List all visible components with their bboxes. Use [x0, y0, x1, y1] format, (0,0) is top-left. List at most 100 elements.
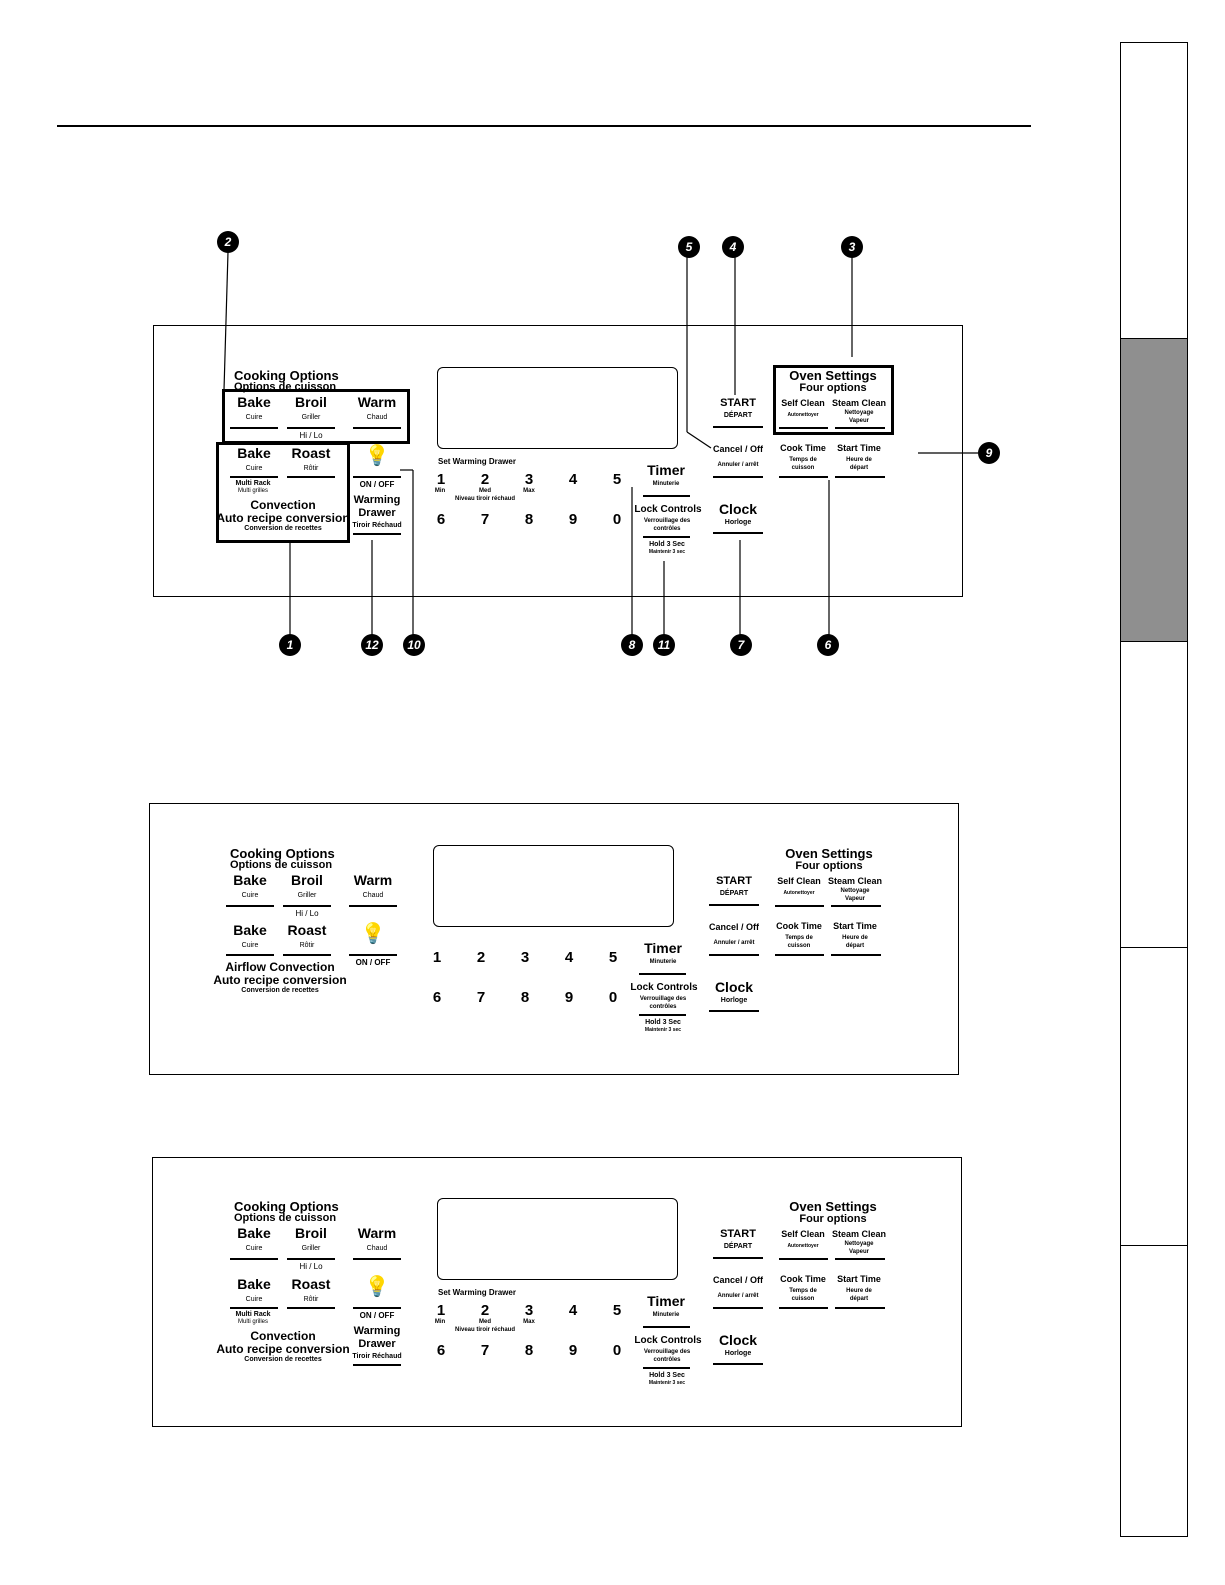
p3-key-6[interactable]: 6 [436, 1342, 446, 1359]
p2-cancel-underline [709, 954, 759, 956]
convection-roast-button[interactable]: Roast [291, 445, 331, 461]
p2-start-button[interactable]: START [716, 875, 752, 887]
key-0[interactable]: 0 [612, 511, 622, 528]
p3-key-5[interactable]: 5 [612, 1302, 622, 1319]
p3-steam-clean-button[interactable]: Steam Clean [831, 1229, 887, 1239]
callout-7: 7 [730, 634, 752, 656]
p3-key-0[interactable]: 0 [612, 1342, 622, 1359]
p3-key-8[interactable]: 8 [524, 1342, 534, 1359]
p3-convection-bake-button[interactable]: Bake [237, 1276, 271, 1292]
key-3[interactable]: 3 [524, 471, 534, 488]
clock-button[interactable]: Clock [718, 501, 758, 517]
p2-light-on-off-button[interactable]: ON / OFF [355, 958, 391, 967]
p3-key-1[interactable]: 1 [436, 1302, 446, 1319]
steam-clean-button[interactable]: Steam Clean [831, 398, 887, 408]
p3-start-time-button[interactable]: Start Time [837, 1274, 881, 1284]
warm-button[interactable]: Warm [357, 394, 397, 410]
p3-max-label: Max [523, 1319, 535, 1325]
p2-lock-controls-fr-label-2: contrôles [649, 1004, 677, 1010]
control-panel-3 [152, 1157, 962, 1427]
p2-cancel-off-button[interactable]: Cancel / Off [708, 922, 760, 932]
max-label: Max [523, 488, 535, 494]
four-options-label: Four options [799, 382, 867, 394]
p2-warm-button[interactable]: Warm [353, 872, 393, 888]
p3-self-clean-button[interactable]: Self Clean [781, 1229, 825, 1239]
p2-key-3[interactable]: 3 [520, 949, 530, 966]
p2-cook-time-button[interactable]: Cook Time [776, 921, 822, 931]
p2-start-time-fr-label-2: départ [845, 943, 865, 949]
hold-label: Hold 3 Sec [649, 541, 685, 548]
key-6[interactable]: 6 [436, 511, 446, 528]
p3-timer-button[interactable]: Timer [647, 1293, 685, 1309]
p3-cook-time-fr-label-1: Temps de [789, 1288, 817, 1294]
p3-cook-time-button[interactable]: Cook Time [780, 1274, 826, 1284]
timer-button[interactable]: Timer [647, 462, 685, 478]
cancel-off-button[interactable]: Cancel / Off [712, 444, 764, 454]
p2-self-clean-button[interactable]: Self Clean [777, 876, 821, 886]
p3-lock-controls-button[interactable]: Lock Controls [634, 1335, 702, 1346]
broil-fr-label: Griller [301, 414, 321, 421]
p2-roast-button[interactable]: Roast [287, 922, 327, 938]
p3-cancel-off-button[interactable]: Cancel / Off [712, 1275, 764, 1285]
p2-key-7[interactable]: 7 [476, 989, 486, 1006]
p3-bake-button[interactable]: Bake [237, 1225, 271, 1241]
p3-broil-fr-label: Griller [301, 1245, 321, 1252]
p3-broil-button[interactable]: Broil [295, 1225, 327, 1241]
p3-roast-button[interactable]: Roast [291, 1276, 331, 1292]
p3-clock-button[interactable]: Clock [718, 1332, 758, 1348]
p2-key-8[interactable]: 8 [520, 989, 530, 1006]
p2-key-5[interactable]: 5 [608, 949, 618, 966]
p3-key-7[interactable]: 7 [480, 1342, 490, 1359]
p2-broil-button[interactable]: Broil [291, 872, 323, 888]
p2-broil-fr-label: Griller [297, 892, 317, 899]
p2-key-1[interactable]: 1 [432, 949, 442, 966]
key-1[interactable]: 1 [436, 471, 446, 488]
p2-clock-button[interactable]: Clock [714, 979, 754, 995]
p2-lock-controls-button[interactable]: Lock Controls [630, 982, 698, 993]
key-4[interactable]: 4 [568, 471, 578, 488]
p2-key-0[interactable]: 0 [608, 989, 618, 1006]
p2-start-fr-label: DÉPART [719, 890, 749, 897]
self-clean-button[interactable]: Self Clean [781, 398, 825, 408]
p2-bake-button[interactable]: Bake [233, 872, 267, 888]
p2-start-time-button[interactable]: Start Time [833, 921, 877, 931]
start-time-button[interactable]: Start Time [837, 443, 881, 453]
roast-fr-label: Rôtir [303, 465, 319, 472]
p2-key-4[interactable]: 4 [564, 949, 574, 966]
p2-key-6[interactable]: 6 [432, 989, 442, 1006]
p2-convection-bake-button[interactable]: Bake [233, 922, 267, 938]
light-on-off-button[interactable]: ON / OFF [359, 480, 395, 489]
p2-steam-clean-fr-label-2: Vapeur [844, 896, 866, 902]
key-5[interactable]: 5 [612, 471, 622, 488]
p3-light-on-off-button[interactable]: ON / OFF [359, 1311, 395, 1320]
p3-warming-label: Warming [353, 1325, 401, 1337]
convection-bake-button[interactable]: Bake [237, 445, 271, 461]
p3-key-9[interactable]: 9 [568, 1342, 578, 1359]
p3-key-3[interactable]: 3 [524, 1302, 534, 1319]
side-tab-1 [1120, 42, 1188, 338]
p2-airflow-convection-label: Airflow Convection [225, 960, 335, 974]
p3-hold-label: Hold 3 Sec [649, 1372, 685, 1379]
p2-key-9[interactable]: 9 [564, 989, 574, 1006]
key-7[interactable]: 7 [480, 511, 490, 528]
broil-button[interactable]: Broil [295, 394, 327, 410]
control-panel-2 [149, 803, 959, 1075]
p3-warm-button[interactable]: Warm [357, 1225, 397, 1241]
key-2[interactable]: 2 [480, 471, 490, 488]
p2-key-2[interactable]: 2 [476, 949, 486, 966]
p2-steam-clean-button[interactable]: Steam Clean [827, 876, 883, 886]
p3-key-4[interactable]: 4 [568, 1302, 578, 1319]
self-clean-fr-label: Autonettoyer [787, 412, 819, 418]
callout-4: 4 [722, 236, 744, 258]
p3-start-button[interactable]: START [720, 1228, 756, 1240]
start-button[interactable]: START [720, 397, 756, 409]
key-8[interactable]: 8 [524, 511, 534, 528]
p2-cook-time-fr-label-2: cuisson [787, 943, 811, 949]
cook-time-button[interactable]: Cook Time [780, 443, 826, 453]
p2-timer-button[interactable]: Timer [644, 940, 682, 956]
p3-key-2[interactable]: 2 [480, 1302, 490, 1319]
start-fr-label: DÉPART [723, 412, 753, 419]
bake-button[interactable]: Bake [237, 394, 271, 410]
lock-controls-button[interactable]: Lock Controls [634, 504, 702, 515]
key-9[interactable]: 9 [568, 511, 578, 528]
